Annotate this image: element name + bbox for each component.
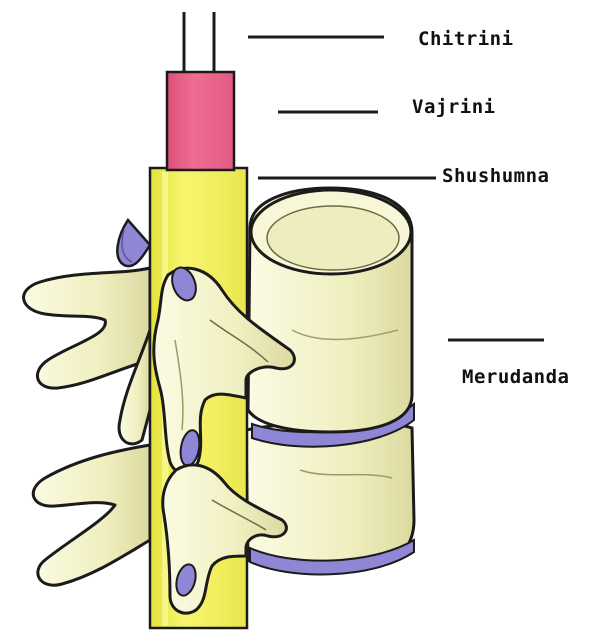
vertebral-processes [24, 220, 150, 585]
chitrini-channel [184, 12, 214, 72]
merudanda-label: Merudanda [462, 366, 569, 388]
shushumna-label: Shushumna [442, 165, 549, 187]
vertebral-body-upper [248, 188, 412, 432]
vajrini-label: Vajrini [412, 96, 496, 118]
vajrini-channel [167, 72, 234, 170]
chitrini-label: Chitrini [418, 28, 514, 50]
